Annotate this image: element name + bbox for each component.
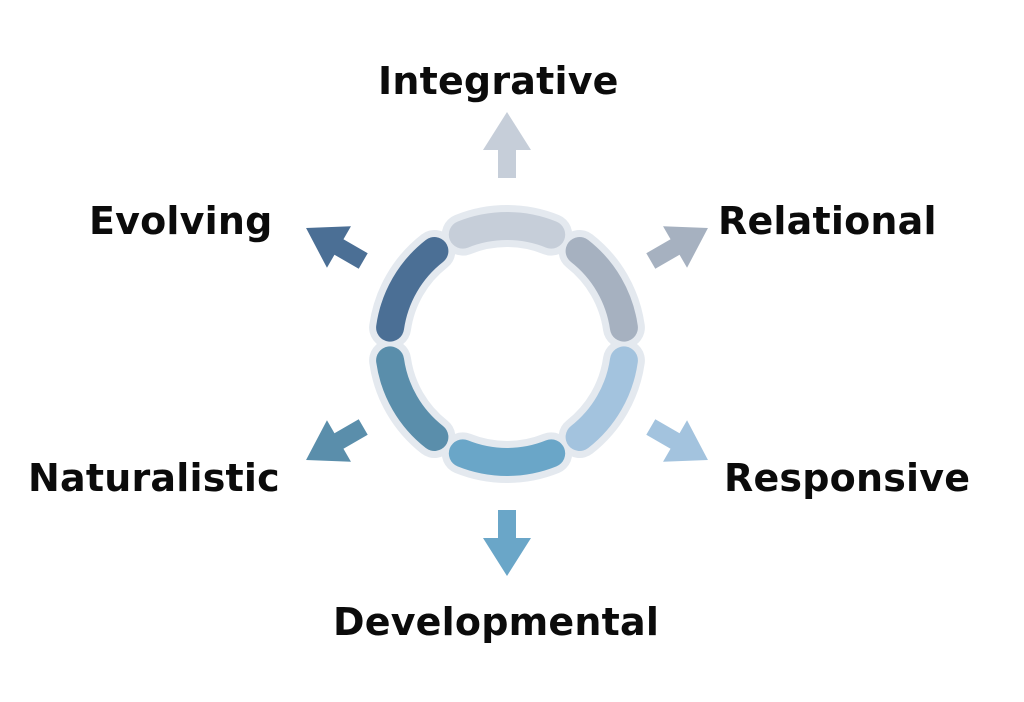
arrow-integrative-shape: [483, 112, 531, 178]
arrow-evolving-shape: [306, 226, 368, 269]
arrow-relational-icon: [646, 226, 708, 269]
arrow-developmental-shape: [483, 510, 531, 576]
label-responsive: Responsive: [724, 456, 971, 500]
label-relational: Relational: [718, 199, 937, 243]
segment-arc-relational: [565, 237, 638, 342]
label-naturalistic: Naturalistic: [28, 456, 280, 500]
label-evolving: Evolving: [89, 199, 273, 243]
segment-arc-evolving: [376, 237, 449, 342]
arrow-relational-shape: [646, 226, 708, 269]
arrow-integrative-icon: [483, 112, 531, 178]
arrow-evolving-icon: [306, 226, 368, 269]
arrow-responsive-icon: [646, 419, 708, 462]
label-developmental: Developmental: [333, 600, 660, 644]
segment-arc-developmental: [448, 439, 566, 476]
arrow-responsive-shape: [646, 419, 708, 462]
arrow-developmental-icon: [483, 510, 531, 576]
arrow-naturalistic-icon: [306, 419, 368, 462]
segment-arc-responsive: [565, 346, 638, 451]
segment-arc-integrative: [448, 212, 566, 249]
segment-arc-naturalistic: [376, 346, 449, 451]
label-integrative: Integrative: [378, 59, 619, 103]
arrow-naturalistic-shape: [306, 419, 368, 462]
